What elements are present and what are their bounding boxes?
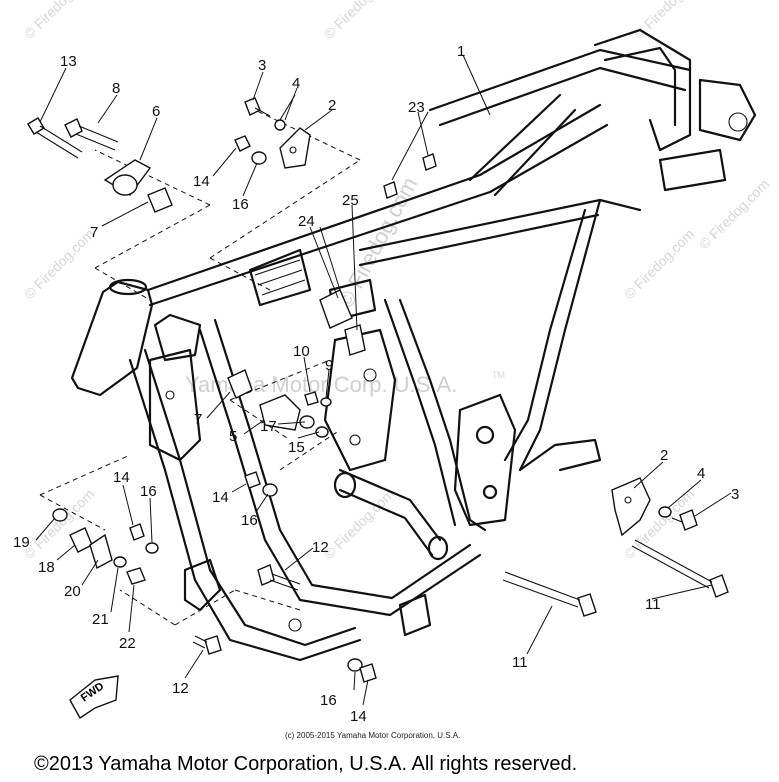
- callout-12: 12: [172, 680, 189, 697]
- diagram-fine-print: (c) 2005-2015 Yamaha Motor Corporation, …: [285, 731, 460, 740]
- callout-12: 12: [312, 539, 329, 556]
- watermark-tm: TM: [492, 370, 505, 380]
- callout-24: 24: [298, 213, 315, 230]
- callout-4: 4: [697, 465, 705, 482]
- bolt-11-right: [709, 574, 729, 598]
- washer-9: [320, 397, 332, 407]
- callout-13: 13: [60, 53, 77, 70]
- bolt-12-low: [204, 635, 222, 655]
- bracket-20: [89, 533, 113, 570]
- washer-15: [315, 426, 329, 438]
- nut-21: [113, 556, 127, 568]
- nut-14-mid: [244, 471, 261, 489]
- mount-rubber-6: [112, 174, 138, 196]
- callout-14: 14: [212, 489, 229, 506]
- loose-parts: [27, 94, 729, 683]
- watermark-firedog: © Firedog.com: [696, 176, 772, 252]
- cap-19: [52, 508, 68, 522]
- callout-16: 16: [241, 512, 258, 529]
- nut-10: [304, 391, 319, 406]
- washer-16-low: [347, 658, 363, 672]
- callout-14: 14: [193, 173, 210, 190]
- engine-crossbar: [338, 468, 442, 542]
- nut-14-low: [359, 663, 377, 683]
- watermark-yamaha-center: Yamaha Motor Corp. U.S.A.: [185, 372, 457, 397]
- bracket-5: [259, 394, 301, 431]
- fwd-arrow: FWD: [69, 675, 119, 720]
- watermark-firedog: © Firedog.com: [21, 0, 97, 42]
- clamp-24: [319, 289, 353, 329]
- callout-5: 5: [229, 428, 237, 445]
- callout-4: 4: [292, 75, 300, 92]
- callout-18: 18: [38, 559, 55, 576]
- callout-16: 16: [140, 483, 157, 500]
- bolt-3-upper: [244, 97, 261, 116]
- watermark-firedog: © Firedog.com: [321, 0, 397, 42]
- callout-14: 14: [350, 708, 367, 725]
- callout-1: 1: [457, 43, 465, 60]
- nut-14-upper: [234, 135, 251, 152]
- clamp-25: [344, 324, 366, 356]
- callout-23: 23: [408, 99, 425, 116]
- callout-6: 6: [152, 103, 160, 120]
- rear-grab-rail: [593, 28, 692, 152]
- steering-head-tube: [70, 280, 154, 397]
- washer-16-left: [145, 542, 159, 554]
- callout-10: 10: [293, 343, 310, 360]
- nut-14-left: [129, 523, 145, 541]
- callout-21: 21: [92, 611, 109, 628]
- stud-22: [126, 567, 146, 585]
- callout-16: 16: [320, 692, 337, 709]
- callout-25: 25: [342, 192, 359, 209]
- callout-20: 20: [64, 583, 81, 600]
- copyright-notice: ©2013 Yamaha Motor Corporation, U.S.A. A…: [34, 753, 577, 775]
- callout-labels: 1 2 3 4 13 8 6 7 14 16 23 24 25 10 9 7 5…: [13, 43, 739, 725]
- leader-lines: [35, 54, 732, 706]
- washer-16-upper: [251, 151, 267, 165]
- bolt-12-mid: [257, 564, 275, 586]
- frame-line-art: [70, 28, 757, 662]
- bolt-3-right: [679, 509, 698, 531]
- callout-11: 11: [645, 596, 661, 613]
- callout-7: 7: [194, 411, 202, 428]
- callout-8: 8: [112, 80, 120, 97]
- bolt-23a: [422, 153, 437, 171]
- washer-4-right: [658, 506, 672, 518]
- callout-14: 14: [113, 469, 130, 486]
- grommet-18: [69, 527, 93, 553]
- callout-3: 3: [258, 57, 266, 74]
- callout-2: 2: [328, 97, 336, 114]
- callout-11: 11: [512, 654, 528, 671]
- bolt-13: [27, 117, 45, 135]
- collar-7-mid: [227, 369, 253, 399]
- plate-2-right: [611, 477, 651, 537]
- bolt-11-low: [577, 593, 597, 617]
- washer-16-mid: [262, 483, 278, 497]
- callout-16: 16: [232, 196, 249, 213]
- collar-7: [147, 187, 173, 213]
- callout-3: 3: [731, 486, 739, 503]
- callout-19: 19: [13, 534, 30, 551]
- watermark-firedog: © Firedog.com: [21, 226, 97, 302]
- fwd-arrow-icon: [69, 675, 119, 720]
- watermark-firedog: © Firedog.com: [631, 0, 707, 42]
- callout-22: 22: [119, 635, 136, 652]
- callout-2: 2: [660, 447, 668, 464]
- watermark-firedog: © Firedog.com: [621, 226, 697, 302]
- watermark-firedog: © Firedog.com: [21, 486, 97, 562]
- bolt-8: [64, 118, 83, 138]
- callout-9: 9: [325, 357, 333, 374]
- bolt-23b: [383, 181, 398, 199]
- callout-15: 15: [288, 439, 305, 456]
- callout-7: 7: [90, 224, 98, 241]
- callout-17: 17: [260, 418, 277, 435]
